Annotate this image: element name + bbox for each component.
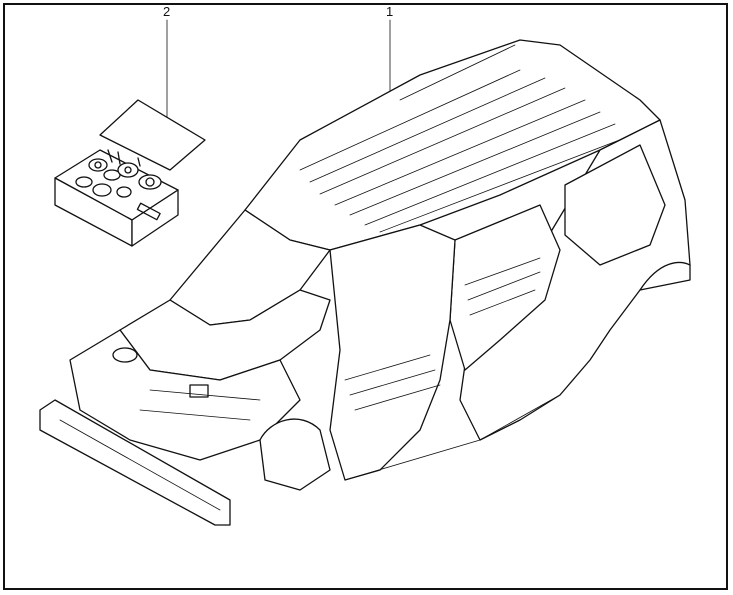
box-label-slot bbox=[136, 202, 161, 221]
floor-pan bbox=[344, 257, 541, 411]
car-body-shell bbox=[39, 39, 691, 526]
box-contents bbox=[75, 149, 162, 198]
roof-ribs bbox=[299, 69, 631, 233]
front-wheel-arch bbox=[259, 418, 331, 491]
rear-wheel-arch bbox=[639, 261, 691, 291]
callout-2-label: 2 bbox=[163, 4, 170, 19]
diagram-frame bbox=[3, 3, 728, 590]
engine-bay-details bbox=[112, 347, 261, 421]
callout-1-label: 1 bbox=[386, 4, 393, 19]
roof-rail bbox=[399, 44, 516, 101]
box-lid bbox=[99, 99, 206, 171]
bumper-crease bbox=[59, 419, 221, 511]
rear-door-opening bbox=[449, 204, 561, 371]
rear-quarter-window bbox=[564, 144, 666, 266]
rocker-panel-line bbox=[344, 394, 561, 481]
front-door-opening bbox=[329, 224, 456, 481]
fastener-kit-box bbox=[54, 99, 206, 247]
callout-2: 2 bbox=[163, 4, 170, 123]
